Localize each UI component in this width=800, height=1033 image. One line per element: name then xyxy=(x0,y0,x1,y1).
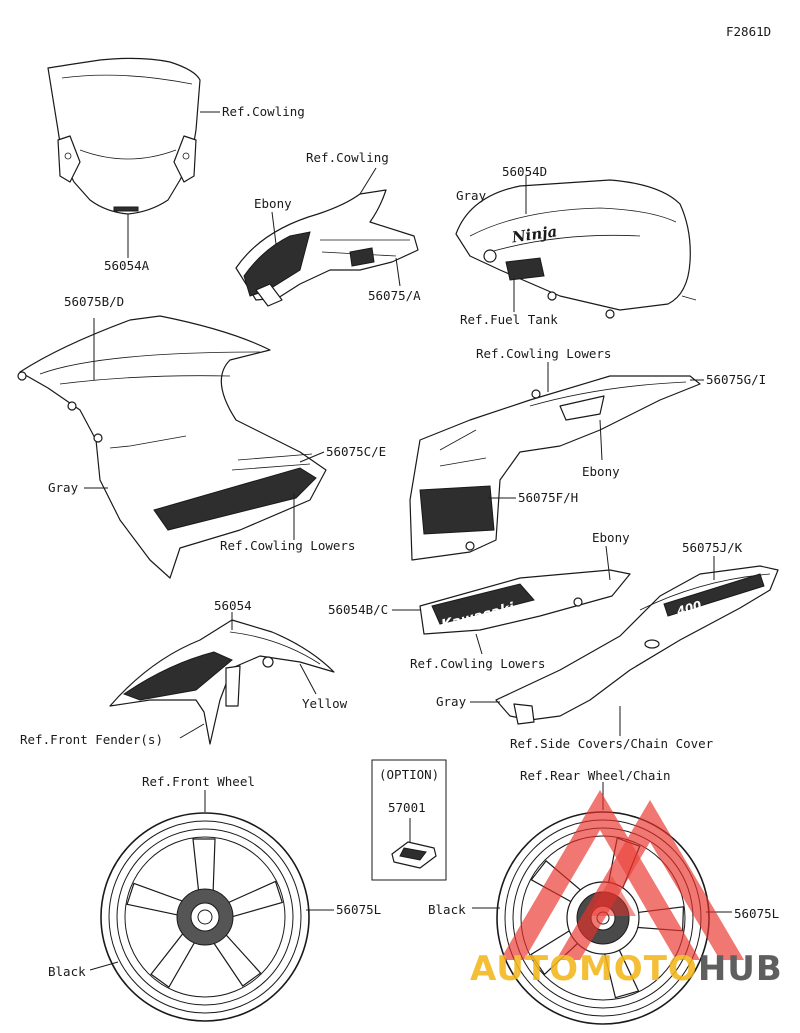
right-side-cowl xyxy=(409,362,704,561)
windshield-ref-label: Ref.Cowling xyxy=(222,104,305,119)
front-wheel-color-label: Black xyxy=(48,964,86,979)
fender-color-label: Yellow xyxy=(302,696,348,711)
left-cowl-part-mid-label: 56075C/E xyxy=(326,444,386,459)
left-cowl-part-top-label: 56075B/D xyxy=(64,294,124,309)
right-cowl-part-top-label: 56075G/I xyxy=(706,372,766,387)
tail-part-label: 56075J/K xyxy=(682,540,743,555)
upper-cowl xyxy=(235,167,419,307)
left-cowl-color-label: Gray xyxy=(48,480,79,495)
windshield-part-label: 56054A xyxy=(104,258,150,273)
left-side-cowl xyxy=(17,315,327,579)
figure-code: F2861D xyxy=(726,24,771,39)
tail-ref-label: Ref.Side Covers/Chain Cover xyxy=(510,736,714,751)
rear-wheel-part-label: 56075L xyxy=(734,906,779,921)
watermark: AUTOMOTOHUB xyxy=(470,790,783,989)
fender-part-label: 56054 xyxy=(214,598,252,613)
front-fender xyxy=(109,612,335,745)
fuel-tank: Ninja xyxy=(455,176,697,319)
tail-decal-logo: 400 xyxy=(674,598,703,619)
front-wheel-part-label: 56075L xyxy=(336,902,381,917)
tank-color-label: Gray xyxy=(456,188,487,203)
option-part-label: 57001 xyxy=(388,800,426,815)
upper-cowl-part-label: 56075/A xyxy=(368,288,421,303)
lower-cowl-part-label: 56054B/C xyxy=(328,602,388,617)
watermark-text-part2: HUB xyxy=(698,949,783,989)
tank-ref-label: Ref.Fuel Tank xyxy=(460,312,558,327)
tank-part-label: 56054D xyxy=(502,164,547,179)
right-cowl-part-mid-label: 56075F/H xyxy=(518,490,578,505)
lower-cowl: Kawasaki xyxy=(392,545,631,655)
front-wheel-color-leader xyxy=(89,961,119,971)
rear-wheel-ref-label: Ref.Rear Wheel/Chain xyxy=(520,768,671,783)
left-cowl-ref-label: Ref.Cowling Lowers xyxy=(220,538,355,553)
option-box xyxy=(371,759,447,881)
tail-color-label: Gray xyxy=(436,694,467,709)
tail-cover: 400 xyxy=(470,556,779,736)
watermark-text: AUTOMOTOHUB xyxy=(470,949,783,989)
windshield xyxy=(47,57,220,258)
fender-ref-label: Ref.Front Fender(s) xyxy=(20,732,163,747)
watermark-text-part1: AUTOMOTO xyxy=(470,949,698,989)
lower-cowl-color-label: Ebony xyxy=(592,530,630,545)
upper-cowl-color-label: Ebony xyxy=(254,196,292,211)
upper-cowl-ref-label: Ref.Cowling xyxy=(306,150,389,165)
right-cowl-color-label: Ebony xyxy=(582,464,620,479)
front-wheel xyxy=(100,812,310,1022)
front-wheel-ref-label: Ref.Front Wheel xyxy=(142,774,255,789)
lower-cowl-ref-label: Ref.Cowling Lowers xyxy=(410,656,545,671)
right-cowl-ref-label: Ref.Cowling Lowers xyxy=(476,346,611,361)
watermark-triangle-icon xyxy=(500,790,744,960)
rear-wheel-color-label: Black xyxy=(428,902,466,917)
option-title: (OPTION) xyxy=(379,767,439,782)
